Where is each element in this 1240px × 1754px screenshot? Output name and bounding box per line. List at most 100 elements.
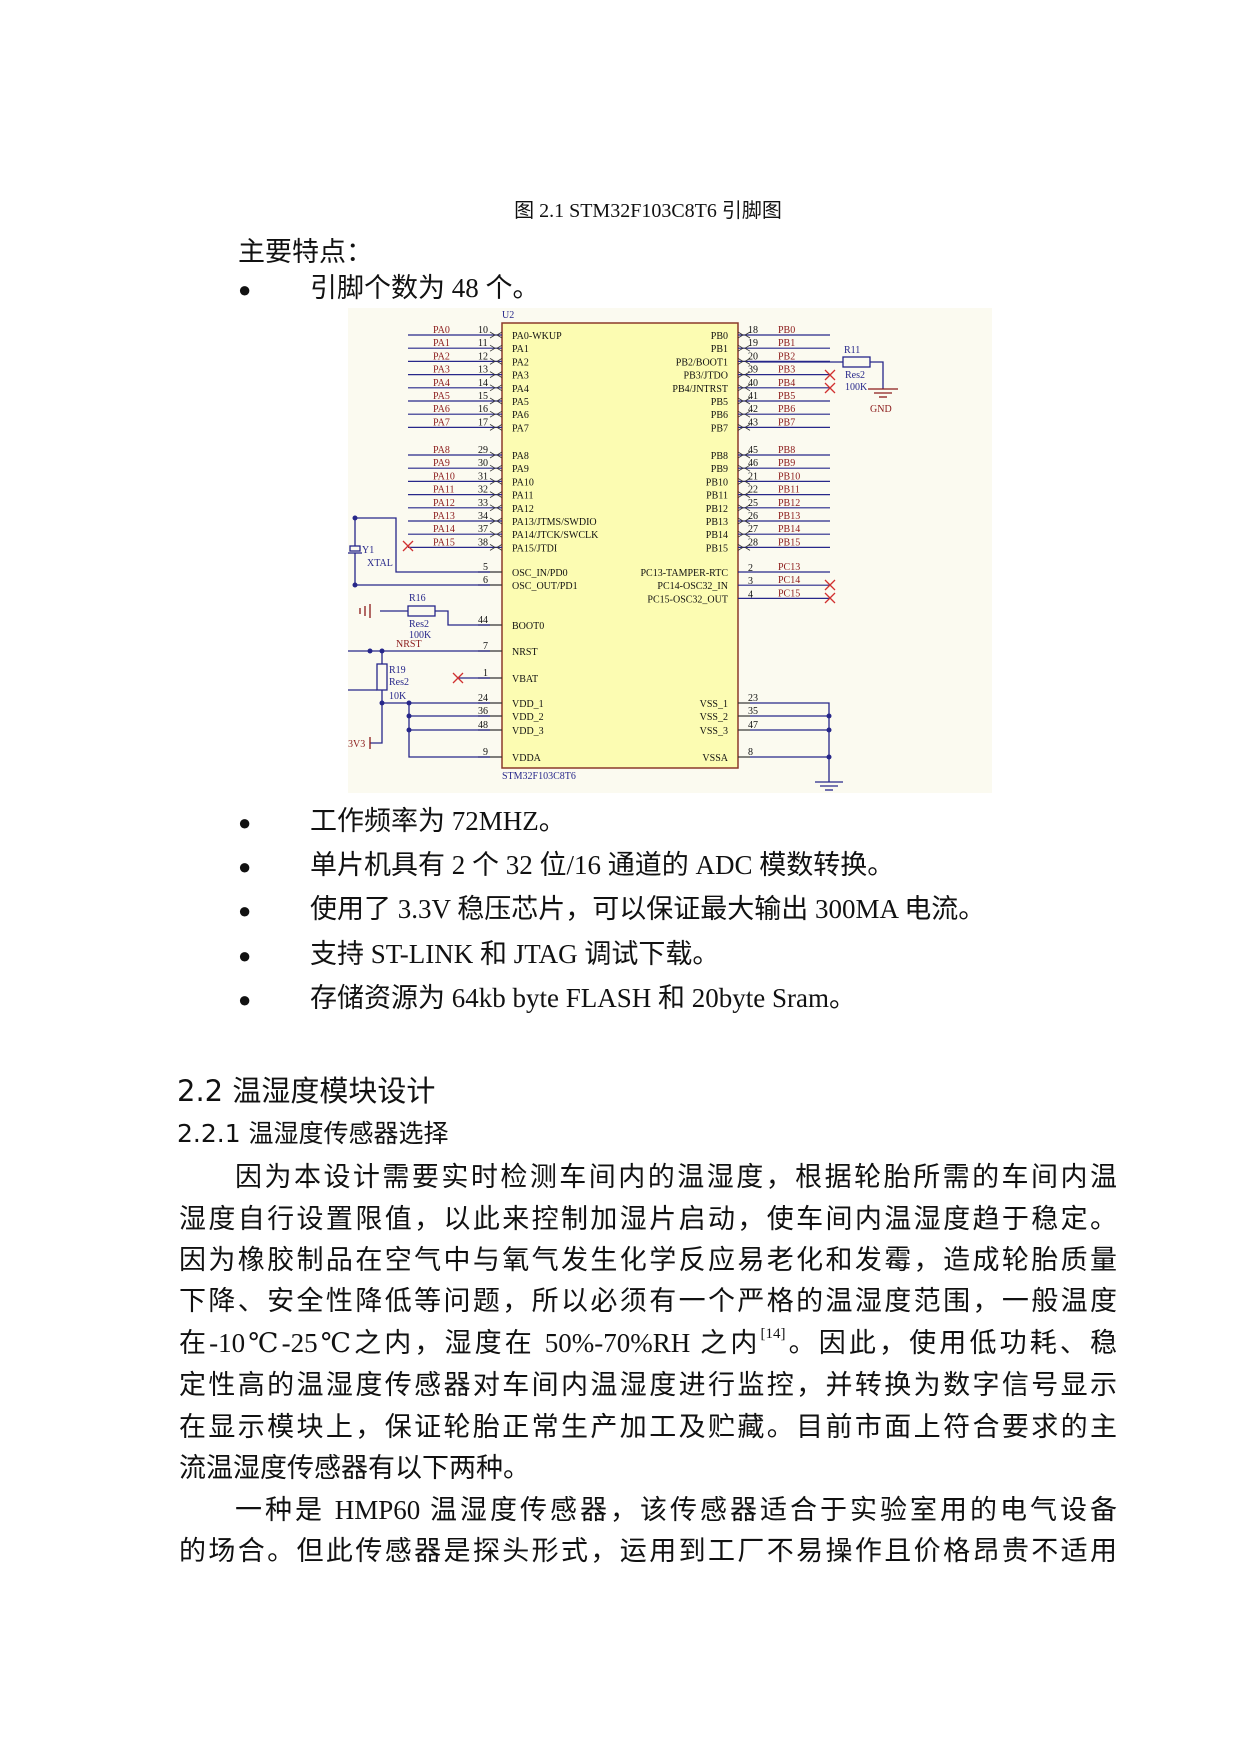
net-label: PA3 bbox=[433, 365, 450, 376]
pin-number: 41 bbox=[748, 391, 758, 402]
pin-number: 4 bbox=[748, 589, 753, 600]
r16-ref: R16 bbox=[409, 593, 426, 604]
bullet-icon: ● bbox=[238, 987, 252, 1012]
bullet-item: ●工作频率为 72MHZ。 bbox=[238, 804, 566, 838]
pin-io-arrow bbox=[489, 384, 503, 392]
net-label: PB14 bbox=[778, 524, 800, 535]
paragraph-line: 的场合。但此传感器是探头形式，运用到工厂不易操作且价格昂贵不适用 bbox=[179, 1536, 1117, 1566]
y1-type: XTAL bbox=[367, 558, 393, 569]
pin-name: VBAT bbox=[512, 674, 538, 685]
subsection-heading: 2.2.1 温湿度传感器选择 bbox=[177, 1119, 449, 1148]
pin-name: VDD_1 bbox=[512, 699, 544, 710]
pin-number: 13 bbox=[478, 365, 488, 376]
net-label: PA11 bbox=[433, 485, 455, 496]
pin-io-arrow bbox=[489, 424, 503, 431]
pin-name: PA15/JTDI bbox=[512, 543, 557, 554]
r19-type: Res2 bbox=[389, 677, 409, 688]
pin-io-arrow bbox=[489, 410, 503, 418]
pin-name: VSS_3 bbox=[700, 726, 728, 737]
pin-number: 1 bbox=[483, 668, 488, 679]
pin-io-arrow bbox=[737, 384, 751, 392]
pin-name: OSC_IN/PD0 bbox=[512, 568, 568, 579]
pin-name: PB9 bbox=[711, 464, 728, 475]
pin-io-arrow bbox=[737, 424, 751, 431]
text-span: 在-10℃-25℃之内，湿度在 50%-70%RH 之内 bbox=[179, 1328, 761, 1358]
net-label: PA13 bbox=[433, 511, 455, 522]
paragraph-line: 一种是 HMP60 温湿度传感器，该传感器适合于实验室用的电气设备 bbox=[235, 1495, 1117, 1525]
pin-name: PA4 bbox=[512, 384, 529, 395]
pin-number: 39 bbox=[748, 365, 758, 376]
pin-io-arrow bbox=[489, 371, 503, 378]
net-label: PA15 bbox=[433, 537, 455, 548]
pin-number: 14 bbox=[478, 378, 488, 389]
net-label: PC14 bbox=[778, 575, 800, 586]
net-label: PB7 bbox=[778, 417, 795, 428]
pin-name: PA11 bbox=[512, 491, 534, 502]
net-label: PB10 bbox=[778, 471, 800, 482]
y1-ref: Y1 bbox=[362, 545, 374, 556]
pin-name: PB10 bbox=[706, 477, 728, 488]
pin-name: PB14 bbox=[706, 530, 728, 541]
pin-name: VSS_1 bbox=[700, 699, 728, 710]
pin-io-arrow bbox=[737, 410, 751, 418]
pin-number: 5 bbox=[483, 562, 488, 573]
chip-part: STM32F103C8T6 bbox=[502, 771, 576, 782]
pin-number: 21 bbox=[748, 471, 758, 482]
pin-name: PB3/JTDO bbox=[684, 371, 728, 382]
features-title: 主要特点： bbox=[238, 237, 373, 267]
paragraph-line: 定性高的温湿度传感器对车间内温湿度进行监控，并转换为数字信号显示 bbox=[179, 1370, 1117, 1400]
pin-number: 38 bbox=[478, 537, 488, 548]
junction-dots bbox=[352, 515, 832, 760]
pin-number: 35 bbox=[748, 706, 758, 717]
pin-io-arrow bbox=[737, 371, 751, 378]
pin-name: BOOT0 bbox=[512, 621, 544, 632]
pin-name: PA6 bbox=[512, 410, 529, 421]
paragraph-line: 在-10℃-25℃之内，湿度在 50%-70%RH 之内[14]。因此，使用低功… bbox=[179, 1323, 1117, 1363]
pin-name: VDDA bbox=[512, 753, 542, 764]
pin-name: PA1 bbox=[512, 344, 529, 355]
pin-io-arrow bbox=[489, 544, 503, 551]
pin-number: 31 bbox=[478, 471, 488, 482]
pin-io-arrow bbox=[737, 491, 751, 498]
pin-number: 24 bbox=[478, 693, 488, 704]
bullet-text: 单片机具有 2 个 32 位/16 通道的 ADC 模数转换。 bbox=[310, 850, 895, 880]
pin-io-arrow bbox=[737, 331, 751, 339]
paragraph-line: 因为橡胶制品在空气中与氧气发生化学反应易老化和发霉，造成轮胎质量 bbox=[179, 1245, 1117, 1275]
pin-number: 2 bbox=[748, 563, 753, 574]
pin-io-arrow bbox=[737, 358, 751, 365]
text-span: 。因此，使用低功耗、稳 bbox=[785, 1328, 1118, 1358]
pin-number: 26 bbox=[748, 511, 758, 522]
net-label: PB6 bbox=[778, 404, 795, 415]
pin-name: PB15 bbox=[706, 543, 728, 554]
pin-io-arrow bbox=[737, 464, 751, 472]
net-label: PA12 bbox=[433, 498, 455, 509]
pin-name: VSS_2 bbox=[700, 712, 728, 723]
bullet-icon: ● bbox=[238, 810, 252, 835]
pin-name: PA3 bbox=[512, 371, 529, 382]
pin-io-arrow bbox=[489, 517, 503, 525]
net-label: PB13 bbox=[778, 511, 800, 522]
pin-io-arrow bbox=[489, 478, 503, 485]
pin-io-arrow bbox=[737, 544, 751, 551]
figure-caption: 图 2.1 STM32F103C8T6 引脚图 bbox=[514, 200, 782, 222]
pin-number: 43 bbox=[748, 417, 758, 428]
net-label: PA6 bbox=[433, 404, 450, 415]
net-label: PB0 bbox=[778, 325, 795, 336]
net-label: PC13 bbox=[778, 562, 800, 573]
bullet-text: 存储资源为 64kb byte FLASH 和 20byte Sram。 bbox=[310, 983, 856, 1013]
citation[interactable]: [14] bbox=[760, 1326, 786, 1342]
pin-number: 11 bbox=[478, 338, 488, 349]
pin-io-arrow bbox=[737, 397, 751, 405]
bullet-icon: ● bbox=[238, 277, 252, 302]
net-label: PA4 bbox=[433, 378, 450, 389]
pin-number: 48 bbox=[478, 720, 488, 731]
pin-name: PB6 bbox=[711, 410, 728, 421]
pin-number: 16 bbox=[478, 404, 488, 415]
net-label: PB2 bbox=[778, 351, 795, 362]
pin-io-arrow bbox=[737, 451, 751, 459]
pin-name: VDD_2 bbox=[512, 712, 544, 723]
left-circuitry bbox=[348, 517, 843, 791]
pin-number: 15 bbox=[478, 391, 488, 402]
pin-number: 34 bbox=[478, 511, 488, 522]
pin-name: PB7 bbox=[711, 423, 728, 434]
